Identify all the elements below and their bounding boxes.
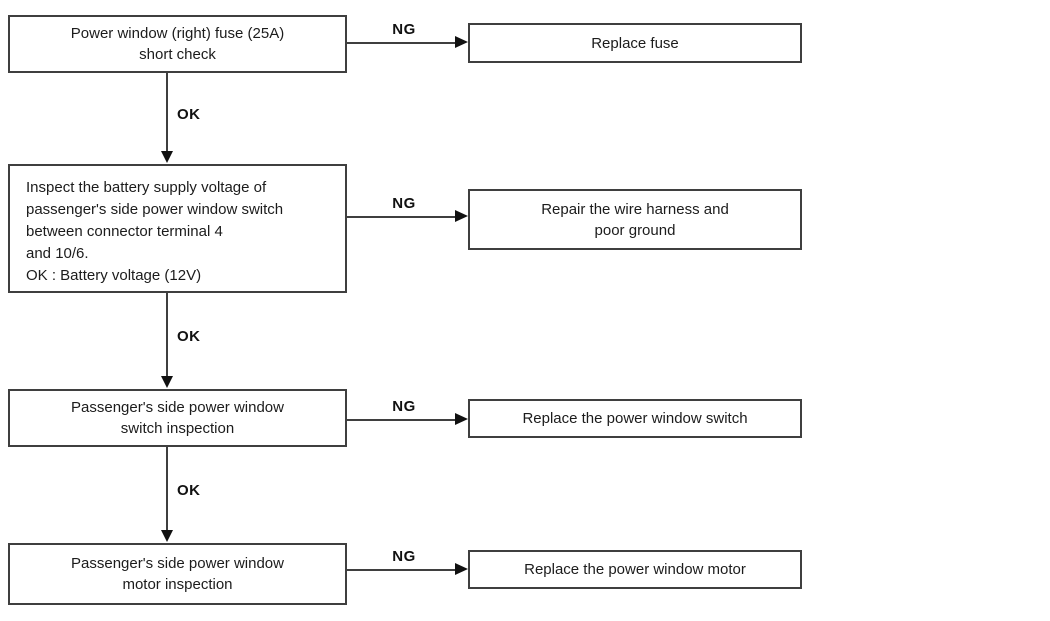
- result-box-replace-switch: Replace the power window switch: [468, 399, 802, 438]
- result-box-replace-fuse: Replace fuse: [468, 23, 802, 63]
- ok-label-1: OK: [177, 106, 201, 123]
- result-box-repair-wire-harness: Repair the wire harness and poor ground: [468, 189, 802, 250]
- ng-arrow-line-4: [347, 569, 455, 571]
- ng-label-2: NG: [392, 195, 416, 212]
- ng-label-4: NG: [392, 548, 416, 565]
- ng-arrowhead-icon-4: [455, 563, 468, 575]
- ng-arrow-line-2: [347, 216, 455, 218]
- ok-arrowhead-icon-2: [161, 376, 173, 388]
- ng-arrow-line-1: [347, 42, 455, 44]
- ok-arrow-line-1: [166, 73, 168, 153]
- step-box-battery-voltage-inspection: Inspect the battery supply voltage of pa…: [8, 164, 347, 293]
- step-box-motor-inspection: Passenger's side power window motor insp…: [8, 543, 347, 605]
- ok-arrow-line-3: [166, 447, 168, 530]
- ng-arrowhead-icon-3: [455, 413, 468, 425]
- step-box-fuse-short-check: Power window (right) fuse (25A) short ch…: [8, 15, 347, 73]
- ok-arrowhead-icon-1: [161, 151, 173, 163]
- ng-label-3: NG: [392, 398, 416, 415]
- ok-arrow-line-2: [166, 293, 168, 376]
- ng-arrow-line-3: [347, 419, 455, 421]
- ng-arrowhead-icon-2: [455, 210, 468, 222]
- ok-label-3: OK: [177, 482, 201, 499]
- ok-label-2: OK: [177, 328, 201, 345]
- ng-label-1: NG: [392, 21, 416, 38]
- ok-arrowhead-icon-3: [161, 530, 173, 542]
- ng-arrowhead-icon-1: [455, 36, 468, 48]
- result-box-replace-motor: Replace the power window motor: [468, 550, 802, 589]
- step-box-switch-inspection: Passenger's side power window switch ins…: [8, 389, 347, 447]
